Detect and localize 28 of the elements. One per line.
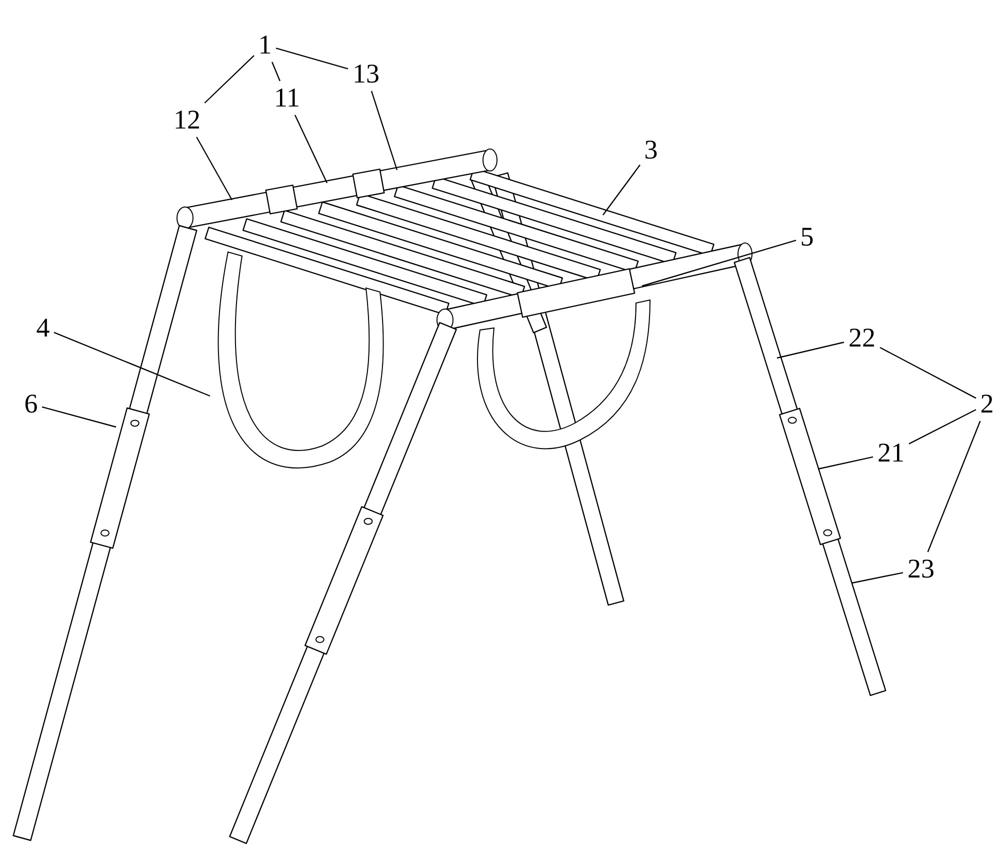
callout-number: 13 <box>352 60 380 88</box>
leader-line <box>204 55 254 104</box>
leader-line <box>880 346 976 399</box>
leader-line <box>818 456 874 470</box>
callout-number: 23 <box>908 556 934 582</box>
leader-line <box>908 409 976 444</box>
callout-number: 6 <box>24 390 38 418</box>
leader-line <box>42 406 116 428</box>
callout-number: 22 <box>848 324 876 352</box>
callout-number: 21 <box>878 440 904 466</box>
leader-line <box>294 114 328 184</box>
leader-line <box>54 332 210 397</box>
leader-line <box>370 90 398 170</box>
callout-number: 11 <box>274 84 300 112</box>
callout-number: 4 <box>36 314 50 342</box>
callout-number: 1 <box>258 32 272 58</box>
leader-line <box>276 48 348 70</box>
callout-number: 5 <box>800 224 814 250</box>
leader-line <box>642 240 796 287</box>
callout-number: 3 <box>644 136 658 164</box>
leader-line <box>272 62 280 82</box>
leader-line <box>196 136 233 200</box>
leader-line <box>602 164 640 216</box>
leader-line <box>776 342 844 359</box>
callout-number: 2 <box>980 390 994 418</box>
leader-line <box>927 420 981 552</box>
leader-line <box>852 572 904 584</box>
callout-number: 12 <box>174 106 200 134</box>
